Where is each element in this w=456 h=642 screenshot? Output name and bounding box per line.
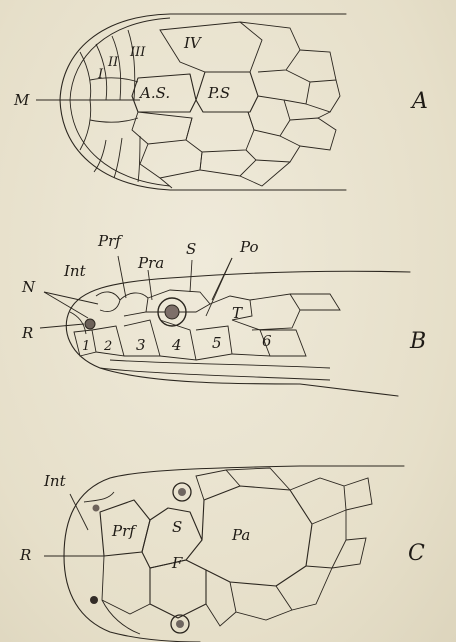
label-pra: Pra xyxy=(137,254,164,272)
label-posterior-shield: P.S xyxy=(207,84,230,102)
label-roman-ii: II xyxy=(107,55,119,70)
label-supralabial-3: 3 xyxy=(136,336,146,354)
label-prf: Prf xyxy=(97,232,123,250)
label-anterior-shield: A.S. xyxy=(138,84,170,102)
label-int: Int xyxy=(63,262,87,280)
label-r: R xyxy=(19,546,31,564)
label-roman-iii: III xyxy=(129,45,146,60)
label-n: N xyxy=(21,278,36,296)
label-pa: Pa xyxy=(231,526,250,544)
figure-c-head-dorsal: Int R Prf S F Pa C xyxy=(19,466,425,642)
label-supralabial-6: 6 xyxy=(262,332,272,350)
label-prf: Prf xyxy=(111,522,137,540)
label-roman-iv: IV xyxy=(183,34,203,52)
figure-c-letter: C xyxy=(408,541,425,566)
label-m: M xyxy=(13,91,30,109)
label-supralabial-5: 5 xyxy=(212,334,222,352)
label-int: Int xyxy=(43,472,67,490)
label-po: Po xyxy=(239,238,259,256)
figure-a-letter: A xyxy=(410,89,428,114)
label-s: S xyxy=(172,518,182,536)
figure-b-head-lateral: N Int Prf Pra S Po R T 1 2 3 4 5 6 B xyxy=(21,232,426,396)
label-supralabial-1: 1 xyxy=(82,339,90,354)
label-r: R xyxy=(21,324,33,342)
label-supralabial-4: 4 xyxy=(171,336,182,354)
label-f: F xyxy=(171,554,183,572)
label-roman-i: I xyxy=(97,67,104,82)
figure-b-letter: B xyxy=(409,329,426,354)
figure-a-head-dorsal: M I II III IV A.S. P.S A xyxy=(13,14,428,190)
label-s: S xyxy=(186,240,196,258)
label-supralabial-2: 2 xyxy=(103,339,112,354)
label-t: T xyxy=(232,304,243,322)
